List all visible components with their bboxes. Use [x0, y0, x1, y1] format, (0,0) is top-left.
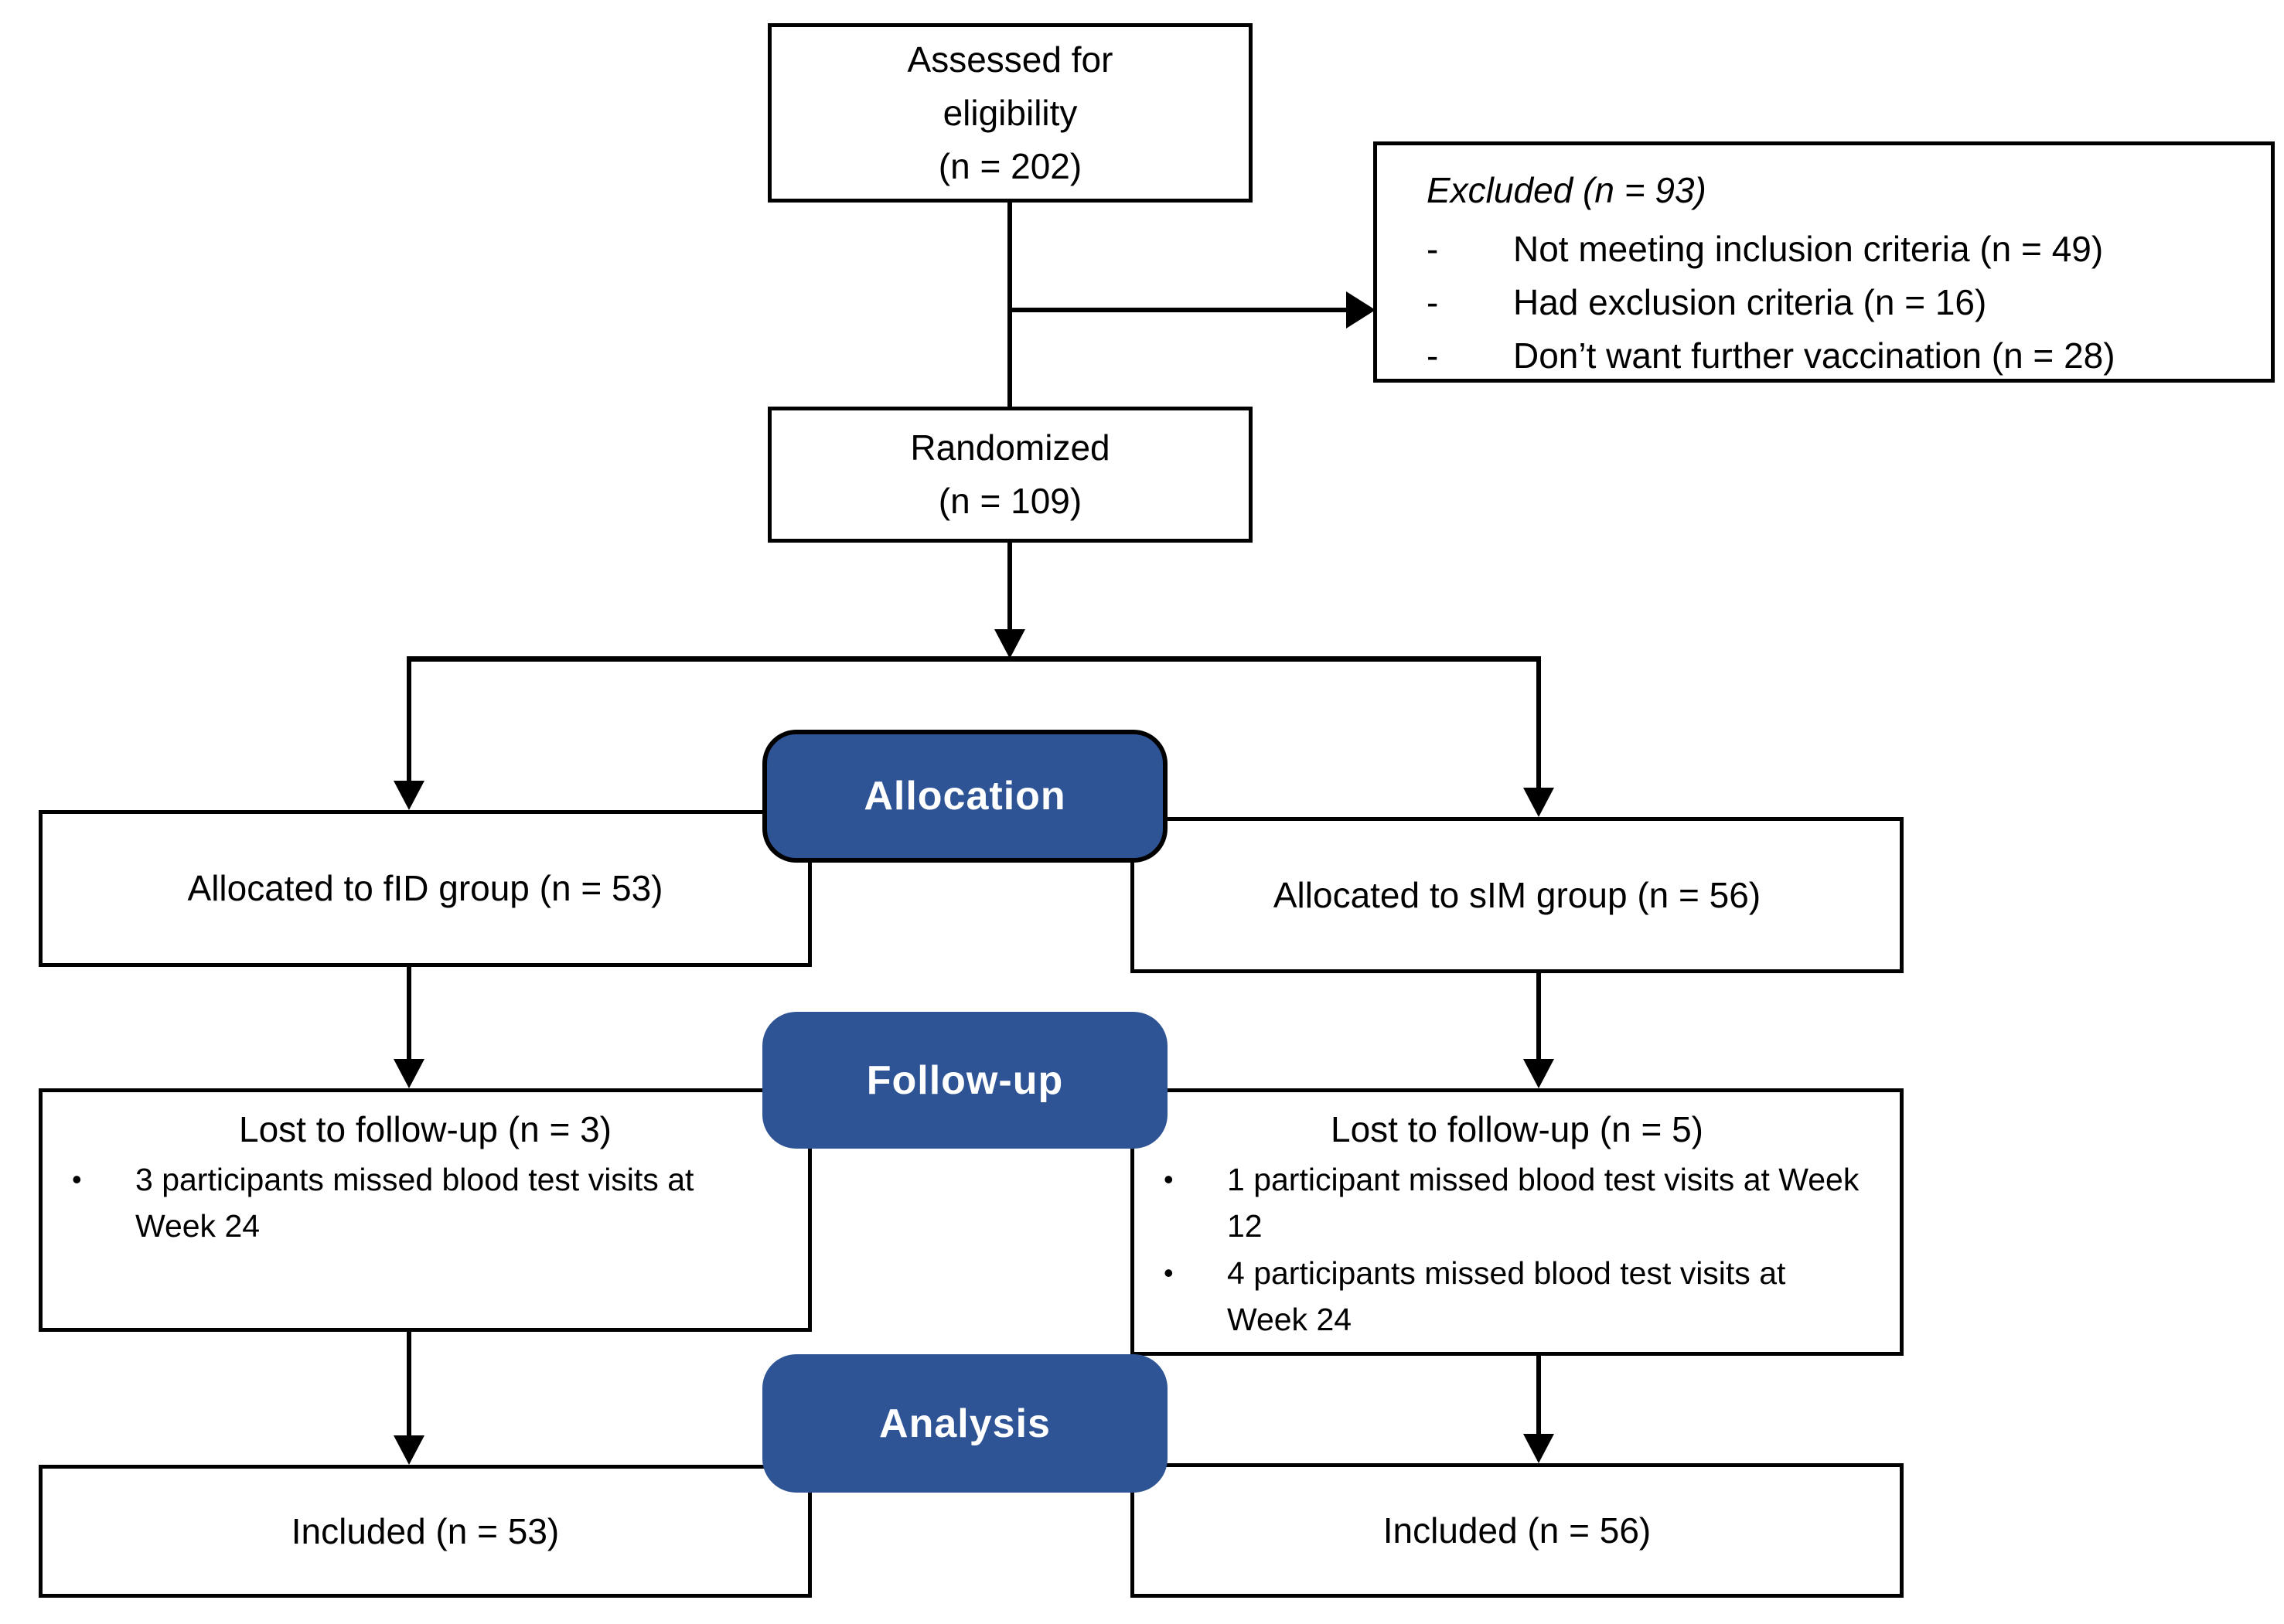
connector-lost-to-included-right: [1536, 1356, 1541, 1435]
stage-follow-up-label: Follow-up: [866, 1057, 1064, 1103]
arrowhead-randomized-branch: [994, 629, 1025, 659]
assessed-line-3: (n = 202): [938, 145, 1082, 186]
lost-sim-item: • 1 participant missed blood test visits…: [1134, 1156, 1900, 1250]
allocated-fid-text: Allocated to fID group (n = 53): [187, 868, 663, 908]
arrowhead-included-left: [394, 1435, 424, 1465]
excluded-title: Excluded (n = 93): [1427, 170, 1706, 210]
arrowhead-alloc-left: [394, 781, 424, 810]
excluded-item-text: Had exclusion criteria (n = 16): [1513, 282, 1987, 323]
arrowhead-lost-left: [394, 1059, 424, 1088]
lost-sim-title: Lost to follow-up (n = 5): [1331, 1109, 1703, 1149]
stage-analysis-label: Analysis: [879, 1401, 1051, 1446]
connector-alloc-to-lost-left: [407, 967, 411, 1061]
included-fid-text: Included (n = 53): [291, 1510, 560, 1551]
excluded-box: Excluded (n = 93) - Not meeting inclusio…: [1373, 141, 2275, 383]
connector-branch-to-alloc-left: [407, 656, 411, 782]
allocated-fid-box: Allocated to fID group (n = 53): [39, 810, 812, 967]
lost-followup-fid-box: Lost to follow-up (n = 3) • 3 participan…: [39, 1088, 812, 1332]
connector-branch-to-alloc-right: [1536, 656, 1541, 789]
lost-sim-item: • 4 participants missed blood test visit…: [1134, 1250, 1900, 1343]
lost-followup-sim-box: Lost to follow-up (n = 5) • 1 participan…: [1130, 1088, 1904, 1356]
randomized-box: Randomized (n = 109): [768, 407, 1253, 543]
connector-to-excluded: [1007, 308, 1354, 312]
lost-fid-item-text: 3 participants missed blood test visits …: [135, 1162, 694, 1244]
bullet-icon: •: [72, 1163, 82, 1195]
excluded-item: - Had exclusion criteria (n = 16): [1377, 276, 2271, 329]
stage-allocation-label: Allocation: [864, 774, 1066, 819]
excluded-item-text: Not meeting inclusion criteria (n = 49): [1513, 229, 2104, 270]
dash-icon: -: [1427, 229, 1439, 270]
stage-analysis: Analysis: [762, 1354, 1168, 1493]
connector-assessed-to-randomized: [1007, 199, 1012, 408]
excluded-item: - Don’t want further vaccination (n = 28…: [1377, 329, 2271, 383]
connector-alloc-to-lost-right: [1536, 973, 1541, 1061]
included-fid-box: Included (n = 53): [39, 1465, 812, 1598]
bullet-icon: •: [1164, 1256, 1174, 1289]
lost-sim-item-text: 1 participant missed blood test visits a…: [1227, 1162, 1860, 1244]
connector-lost-to-included-left: [407, 1332, 411, 1437]
assessed-line-1: Assessed for: [907, 39, 1113, 80]
randomized-line-1: Randomized: [910, 427, 1110, 468]
excluded-item: - Not meeting inclusion criteria (n = 49…: [1377, 223, 2271, 276]
included-sim-text: Included (n = 56): [1382, 1510, 1652, 1551]
excluded-item-text: Don’t want further vaccination (n = 28): [1513, 335, 2115, 376]
included-sim-box: Included (n = 56): [1130, 1463, 1904, 1598]
lost-sim-item-text: 4 participants missed blood test visits …: [1227, 1255, 1786, 1337]
allocated-sim-text: Allocated to sIM group (n = 56): [1273, 874, 1761, 915]
connector-randomized-to-branch: [1007, 541, 1012, 632]
arrowhead-alloc-right: [1523, 788, 1554, 817]
stage-follow-up: Follow-up: [762, 1012, 1168, 1149]
lost-fid-item: • 3 participants missed blood test visit…: [43, 1156, 808, 1250]
dash-icon: -: [1427, 335, 1439, 376]
lost-fid-title: Lost to follow-up (n = 3): [239, 1109, 612, 1149]
randomized-line-2: (n = 109): [938, 481, 1082, 521]
arrowhead-lost-right: [1523, 1059, 1554, 1088]
allocated-sim-box: Allocated to sIM group (n = 56): [1130, 817, 1904, 973]
assessed-box: Assessed for eligibility (n = 202): [768, 23, 1253, 203]
dash-icon: -: [1427, 282, 1439, 323]
bullet-icon: •: [1164, 1163, 1174, 1195]
stage-allocation: Allocation: [762, 730, 1168, 863]
arrowhead-included-right: [1523, 1434, 1554, 1463]
branch-line: [407, 656, 1541, 662]
arrowhead-to-excluded: [1346, 291, 1376, 329]
assessed-line-2: eligibility: [943, 92, 1078, 133]
